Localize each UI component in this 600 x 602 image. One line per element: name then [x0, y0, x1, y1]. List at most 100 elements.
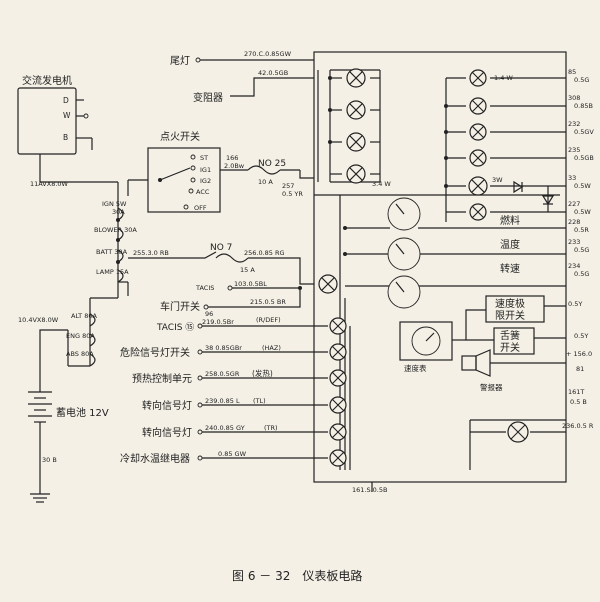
fuse-no7: [215, 253, 249, 263]
junction-dots: [116, 76, 448, 290]
wire-161-label: 161.S.0.5B: [352, 486, 387, 494]
turn-signal-2-label: 转向信号灯: [142, 426, 192, 439]
fuse-blower-label: BLOWER 30A: [94, 226, 137, 234]
wire-166b-label: 2.0Bw: [224, 162, 245, 170]
ign-term-off: OFF: [194, 204, 207, 212]
lamp-7: [469, 123, 487, 141]
hazard-switch-label: 危险信号灯开关: [120, 346, 190, 359]
wire-219-label: 219.0.5Br: [202, 318, 234, 326]
r232b-label: 0.5GV: [574, 128, 594, 136]
buzzer-label: 警报器: [480, 382, 503, 392]
lamp-15: [329, 396, 347, 414]
diode-2: [541, 195, 555, 206]
fuse-abs-label: ABS 80A: [66, 350, 94, 358]
speed-limit-switch-label-2: 限开关: [495, 309, 525, 322]
instrument-panel-box: [313, 51, 567, 483]
wire-38-label: 38 0.85GBr: [205, 344, 242, 352]
ign-term-st: ST: [200, 154, 208, 162]
speedometer-label: 速度表: [404, 363, 427, 373]
r228-label: 228: [568, 218, 580, 226]
lamp-14: [329, 369, 347, 387]
lamp-9: [468, 176, 488, 196]
r33-label: 33: [568, 174, 576, 182]
tail-lamp-label: 尾灯: [170, 55, 190, 67]
r156-label: + 156.0: [566, 350, 592, 358]
r235-label: 235: [568, 146, 580, 154]
fuse-no25: [247, 165, 281, 175]
speed-limit-switch-box: [485, 295, 545, 323]
reed-switch-label-2: 开关: [500, 341, 520, 354]
fuse-alt-label: ALT 80A: [71, 312, 97, 320]
alt-term-d: D: [63, 96, 69, 105]
ignition-switch-label: 点火开关: [160, 130, 200, 143]
lamp-1.4w-label: 1.4 W: [494, 74, 513, 82]
r308b-label: 0.85B: [574, 102, 593, 110]
r233-label: 233: [568, 238, 580, 246]
wire-103-label: 103.0.5BL: [234, 280, 267, 288]
wire-tr-label: (TR): [264, 424, 278, 432]
alt-term-w: W: [63, 111, 71, 120]
lamp-10: [469, 203, 487, 221]
r232-label: 232: [568, 120, 580, 128]
lamp-13: [329, 343, 347, 361]
lamp-symbols: [318, 68, 529, 467]
speed-limit-switch-label-1: 速度极: [495, 297, 525, 310]
fuse-batt-label: BATT 30A: [96, 248, 128, 256]
wire-258-label: 258.0.5GR: [205, 370, 240, 378]
fuse-no7-label: NO 7: [210, 243, 232, 253]
wire-42-label: 42.0.5GB: [258, 69, 288, 77]
r33b-label: 0.5W: [574, 182, 591, 190]
alt-term-b: B: [63, 133, 68, 142]
tacis2-label: TACIS ⑮: [156, 322, 194, 333]
wire-preheat-label: (发热): [252, 368, 273, 378]
lamp-6: [469, 97, 487, 115]
r234-label: 234: [568, 262, 580, 270]
gauge-tach-label: 转速: [500, 262, 520, 275]
tacis1-label: TACIS: [195, 284, 214, 292]
wire-tl-label: (TL): [253, 397, 266, 405]
door-switch-label: 车门开关: [160, 300, 200, 313]
wire-270-label: 270.C.0.85GW: [244, 50, 292, 58]
lamp-18: [507, 421, 529, 443]
lamp-3: [346, 132, 366, 152]
wire-257b-label: 0.5 YR: [282, 190, 303, 198]
r05yb-label: 0.5Y: [574, 332, 588, 340]
fusible-links: ALT 80A ENG 80A ABS 80A: [66, 298, 97, 367]
wire-30b-label: 30 B: [42, 456, 57, 464]
r81-label: 81: [576, 365, 584, 373]
r85-label: 85: [568, 68, 576, 76]
fuse-box: IGN 5W 30A BLOWER 30A BATT 30A LAMP 15A: [90, 180, 137, 299]
buzzer: 警报器: [461, 349, 566, 392]
ign-term-ig1: IG1: [200, 166, 211, 174]
gauge-dials: [387, 197, 421, 309]
wire-256-label: 256.0.85 RG: [244, 249, 285, 257]
r308-label: 308: [568, 94, 580, 102]
ignition-switch: 点火开关 ST IG1 IG2 ACC OFF: [128, 130, 221, 213]
wire-haz-label: (HAZ): [262, 344, 281, 352]
lamp-8: [469, 149, 487, 167]
r228b-label: 0.5R: [574, 226, 589, 234]
lamp-5: [469, 69, 487, 87]
coolant-relay-label: 冷却水温继电器: [120, 452, 190, 465]
wire-11-label: 11AVX8.0W: [30, 180, 69, 188]
fuse-ign-label: IGN 5W: [102, 200, 127, 208]
r161t-label: 161T: [568, 388, 584, 396]
r227-label: 227: [568, 200, 580, 208]
fuse-eng-label: ENG 80A: [66, 332, 95, 340]
alternator-label: 交流发电机: [22, 74, 72, 87]
lamp-3.4w-label: 3.4 W: [372, 180, 391, 188]
diode-1: [513, 180, 524, 194]
gauge-temp-label: 温度: [500, 238, 520, 251]
wire-240-label: 240.0.85 GY: [205, 424, 245, 432]
wire-257-label: 257: [282, 182, 294, 190]
fuse-no25-label: NO 25: [258, 159, 286, 169]
wire-239-label: 239.0.85 L: [205, 397, 240, 405]
lamp-16: [329, 423, 347, 441]
wire-215-label: 215.0.5 BR: [250, 298, 286, 306]
reed-switch-label-1: 舌簧: [500, 329, 520, 342]
lamp-4: [346, 164, 366, 184]
lamp-11: [318, 274, 338, 294]
wire-166-label: 166: [226, 154, 238, 162]
rheostat-label: 变阻器: [193, 91, 223, 104]
